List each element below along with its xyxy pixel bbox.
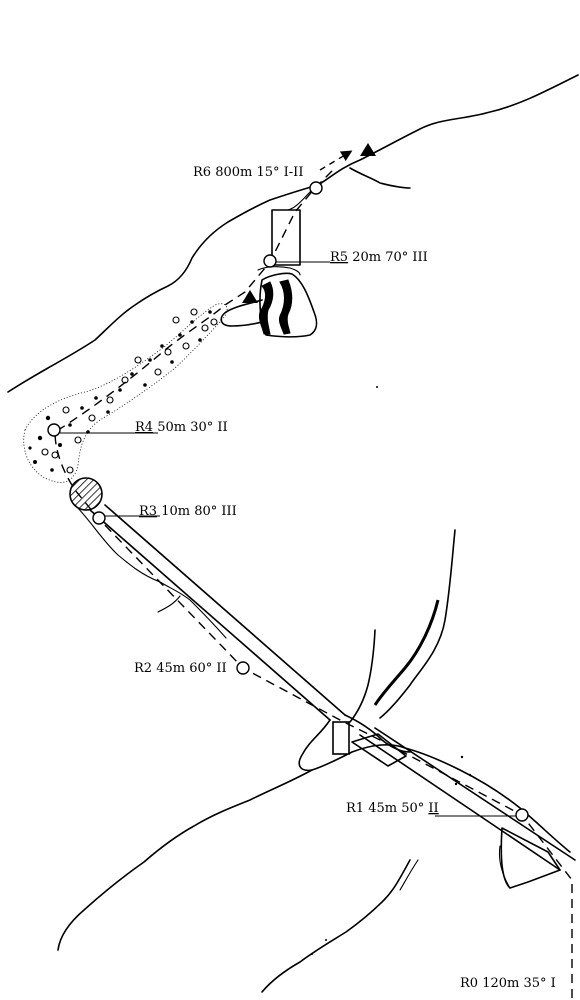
pitch-text-r6: 800m 15° I-II: [215, 165, 303, 180]
label-r6: R6 800m 15° I-II: [193, 165, 303, 180]
belay-r3: [92, 511, 106, 525]
pitch-text-r2: 45m 60° II: [156, 661, 226, 676]
pitch-id-r1: R1: [346, 801, 364, 816]
pitch-id-r2: R2: [134, 661, 152, 676]
label-r1: R1 45m 50° II: [346, 801, 439, 816]
pitch-text-r0: 120m 35° I: [482, 976, 556, 991]
rock-crack-1: [259, 281, 274, 335]
label-r5: R5 20m 70° III: [330, 250, 428, 265]
svg-text:R5 20m 70° III: R5 20m 70° III: [330, 250, 428, 265]
belay-r5: [263, 254, 277, 268]
lower-couloir-wall-2: [374, 727, 576, 861]
junction-slab: [351, 733, 407, 767]
svg-text:R0 120m 35° I: R0 120m 35° I: [460, 976, 556, 991]
lower-couloir-wall: [359, 734, 561, 871]
waypoint-triangle-icon: [242, 290, 258, 303]
belay-r4: [47, 423, 61, 437]
svg-text:R4 50m 30° II: R4 50m 30° II: [135, 420, 228, 435]
summit-triangle-icon: [360, 143, 376, 156]
summit-arrow: [319, 150, 353, 171]
climbing-route: [54, 167, 573, 998]
label-r4: R4 50m 30° II: [135, 420, 228, 435]
lower-right-slope: [261, 859, 411, 993]
label-r0: R0 120m 35° I: [460, 976, 556, 991]
pitch-id-r0: R0: [460, 976, 478, 991]
scree-rings: [41, 308, 218, 474]
right-buttress-thick: [373, 599, 440, 706]
svg-text:R1 45m 50° II: R1 45m 50° II: [346, 801, 439, 816]
junction-block: [332, 721, 350, 755]
pitch-text-r4: 50m 30° II: [157, 420, 227, 435]
label-r2: R2 45m 60° II: [134, 661, 227, 676]
lower-couloir-top: [344, 714, 411, 753]
pitch-text-r1: 45m 50°: [368, 801, 424, 816]
junction-outline: [298, 719, 571, 853]
lower-left-edge: [399, 859, 419, 891]
belay-r6: [309, 181, 323, 195]
pitch-grade-r1: II: [428, 801, 438, 816]
scree-outline: [23, 303, 228, 483]
ridge-outline-upper: [7, 74, 579, 393]
svg-text:R6 800m 15° I-II: R6 800m 15° I-II: [193, 165, 303, 180]
couloir-right-wall: [104, 504, 346, 716]
label-r3: R3 10m 80° III: [139, 504, 237, 519]
pitch-id-r6: R6: [193, 165, 211, 180]
ledge-top: [257, 266, 301, 276]
pitch-text-r5: 20m 70° III: [352, 250, 428, 265]
svg-text:R3 10m 80° III: R3 10m 80° III: [139, 504, 237, 519]
pitch-id-r5: R5: [330, 250, 348, 265]
right-pillar: [349, 629, 376, 723]
couloir-left-wall: [89, 509, 331, 721]
specks: [311, 386, 472, 955]
hatched-boulder: [69, 477, 103, 511]
svg-text:R2 45m 60° II: R2 45m 60° II: [134, 661, 227, 676]
belay-r2: [236, 661, 250, 675]
lower-rock-block-2: [498, 845, 511, 889]
chimney-block: [271, 209, 301, 266]
pitch-id-r3: R3: [139, 504, 157, 519]
scree-dots: [28, 310, 212, 472]
lower-left-slope: [57, 769, 313, 951]
pitch-id-r4: R4: [135, 420, 153, 435]
rock-ledge-r2: [157, 595, 181, 613]
pitch-text-r3: 10m 80° III: [161, 504, 237, 519]
ridge-overhang: [349, 167, 411, 189]
ledge-left: [220, 299, 263, 327]
belay-r1: [515, 808, 529, 822]
right-buttress-line: [379, 529, 456, 719]
rock-crack-2: [279, 279, 293, 335]
